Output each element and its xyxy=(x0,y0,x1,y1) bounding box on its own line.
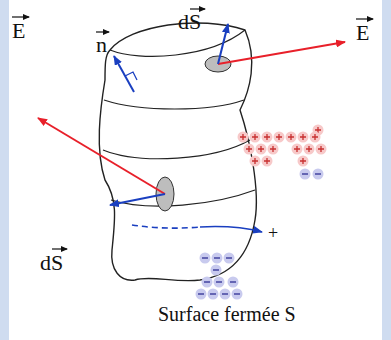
contour-line xyxy=(111,190,255,206)
orientation-sign: + xyxy=(268,222,278,244)
field-label: E xyxy=(12,20,25,42)
orientation-dashed xyxy=(132,225,200,228)
orientation-arrow xyxy=(200,227,262,232)
positive-charges xyxy=(238,125,327,167)
vector-accent xyxy=(52,248,67,249)
vector-accent xyxy=(12,16,29,17)
contour-line xyxy=(104,100,244,109)
surface-vector xyxy=(110,194,165,205)
normal-vector xyxy=(114,56,134,92)
field-vector xyxy=(38,118,165,194)
contour-line xyxy=(103,140,250,159)
caption: Surface fermée S xyxy=(158,302,296,326)
vector-accent xyxy=(190,8,205,9)
ground xyxy=(9,0,382,340)
surface-element-label: dS xyxy=(178,11,201,33)
right-angle-mark xyxy=(125,72,137,80)
field-label: E xyxy=(356,22,369,44)
surface-vector xyxy=(218,24,228,64)
negative-charges xyxy=(196,169,324,300)
field-vector xyxy=(218,42,345,64)
surface-element-label: dS xyxy=(40,252,63,274)
vector-accent xyxy=(96,31,109,32)
normal-label: n xyxy=(96,34,107,56)
vector-accent xyxy=(356,18,373,19)
